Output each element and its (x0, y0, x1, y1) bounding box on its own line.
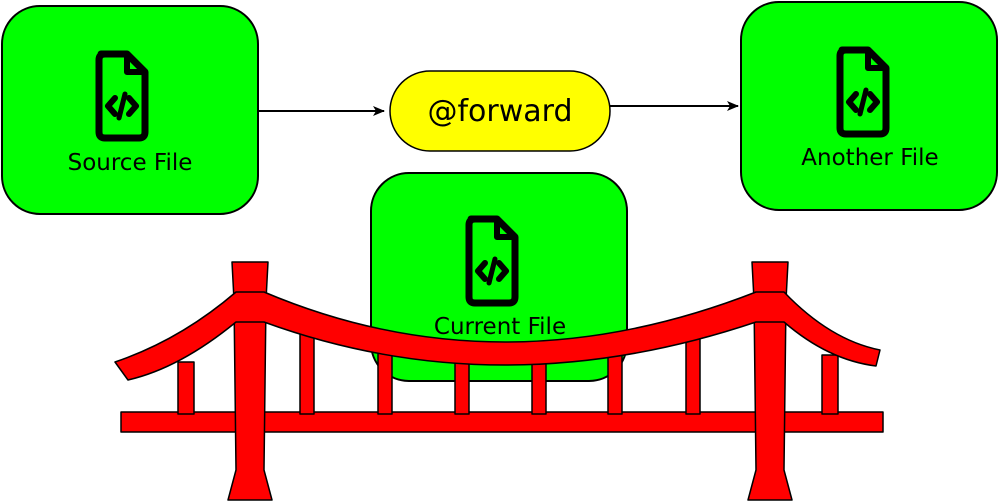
suspension-bridge-icon (114, 261, 884, 501)
forward-node: @forward (389, 70, 611, 152)
forward-label: @forward (427, 94, 572, 129)
another-file-label: Another File (801, 145, 938, 171)
source-file-node: Source File (1, 5, 259, 215)
current-file-node: Current File (370, 172, 628, 382)
current-file-label: Current File (434, 314, 566, 340)
another-file-node: Another File (740, 1, 998, 211)
source-file-label: Source File (68, 150, 193, 176)
